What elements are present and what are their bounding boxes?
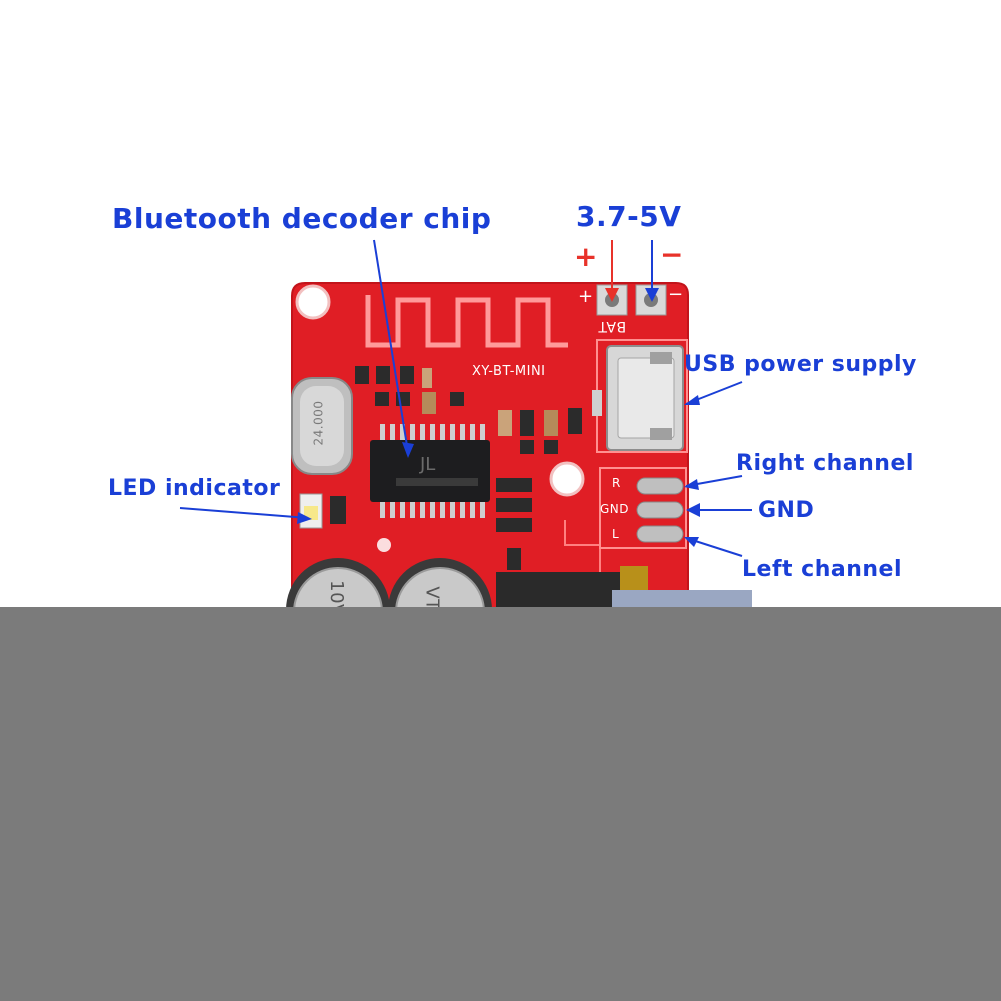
audio-jack	[496, 566, 752, 612]
board-bat-minus: −	[668, 284, 684, 305]
pad-label-gnd: GND	[600, 502, 630, 516]
decoder-chip: JL	[370, 424, 490, 518]
audio-pads	[636, 477, 684, 543]
crystal-oscillator	[291, 377, 353, 475]
label-right-channel: Right channel	[736, 451, 914, 476]
antenna-trace	[365, 295, 568, 348]
pad-area-outline	[599, 467, 687, 549]
label-gnd: GND	[758, 498, 815, 523]
board-bat-plus: +	[578, 286, 594, 307]
arrow-heads	[297, 288, 700, 547]
micro-usb-connector	[606, 345, 684, 451]
svg-text:JL: JL	[419, 454, 435, 475]
pad-label-r: R	[612, 476, 621, 490]
board-bat-label: BAT	[598, 318, 627, 334]
arrow-chip	[373, 239, 409, 453]
crystal-text: 24.000	[311, 400, 326, 446]
label-minus: −	[660, 238, 684, 271]
via-dot	[377, 538, 391, 552]
smd-components-top	[355, 366, 464, 414]
gray-overlay	[0, 607, 1001, 1001]
pad-label-l: L	[612, 527, 620, 541]
mount-hole-right	[549, 461, 585, 497]
label-bluetooth-chip: Bluetooth decoder chip	[112, 202, 492, 235]
label-plus: +	[574, 240, 598, 273]
label-voltage: 3.7-5V	[576, 200, 682, 233]
label-led-indicator: LED indicator	[108, 476, 281, 501]
mount-hole-top-left	[295, 284, 331, 320]
label-usb-power: USB power supply	[684, 352, 917, 377]
board-model-text: XY-BT-MINI	[472, 364, 546, 379]
label-left-channel: Left channel	[742, 557, 903, 582]
smd-components-middle	[496, 390, 602, 570]
arrow-led	[179, 507, 309, 519]
